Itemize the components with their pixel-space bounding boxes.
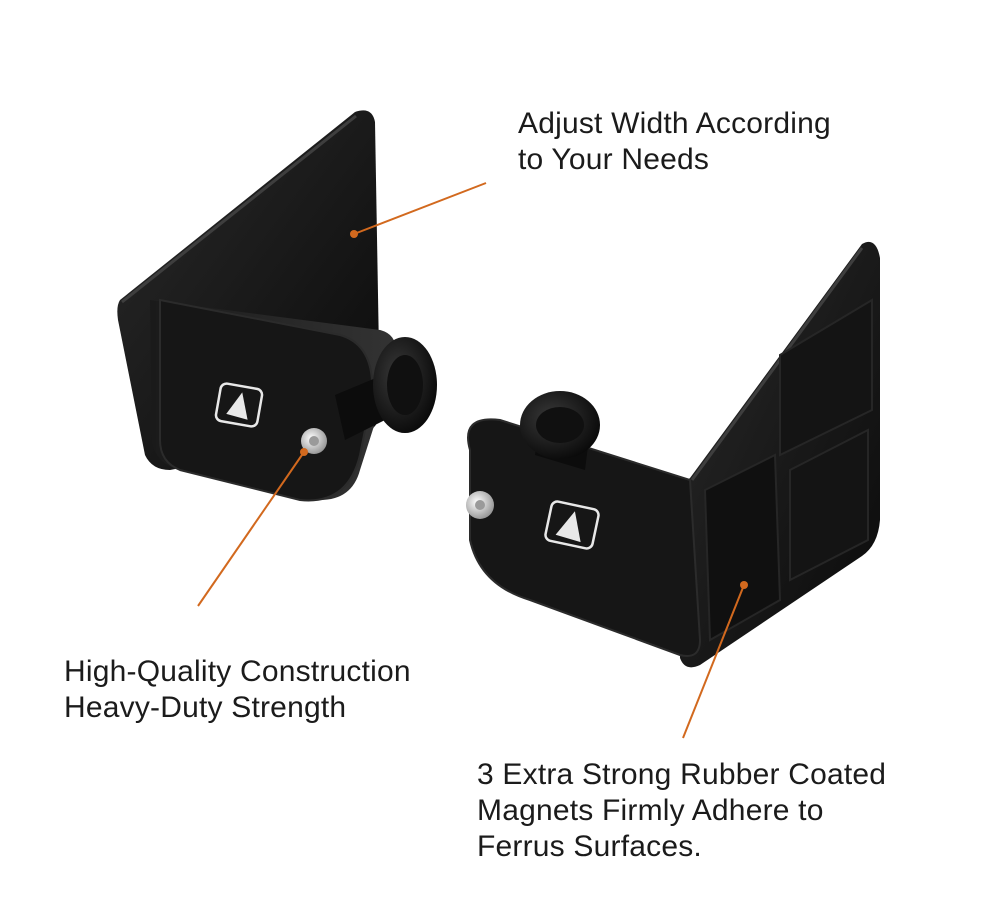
right-bracket-logo-icon [544,500,600,550]
callout-construction: High-Quality Construction Heavy-Duty Str… [64,654,411,726]
leader-lines [197,182,748,739]
callout-magnets-line1: 3 Extra Strong Rubber Coated [477,758,887,791]
right-bracket-image [466,241,880,668]
callout-adjust-width-line2: to Your Needs [518,143,710,176]
callout-magnets: 3 Extra Strong Rubber Coated Magnets Fir… [477,757,886,865]
callout-construction-line1: High-Quality Construction [64,655,411,688]
leader-dot-width [350,230,358,238]
callout-construction-line2: Heavy-Duty Strength [64,691,347,724]
callout-adjust-width: Adjust Width According to Your Needs [518,106,831,178]
leader-dot-magnet [740,581,748,589]
left-bracket-image [117,110,437,502]
callout-magnets-line3: Ferrus Surfaces. [477,830,702,863]
leader-line-build [197,451,305,607]
leader-line-width [353,182,487,235]
callout-adjust-width-line1: Adjust Width According [518,107,831,140]
right-magnet-middle [789,428,869,582]
right-magnet-front [703,453,782,642]
left-bracket-logo-icon [214,382,264,428]
leader-dot-build [300,448,308,456]
right-bracket-front-plate [467,418,702,657]
callout-magnets-line2: Magnets Firmly Adhere to [477,794,824,827]
leader-line-magnet [682,584,745,739]
right-magnet-top [779,298,873,457]
